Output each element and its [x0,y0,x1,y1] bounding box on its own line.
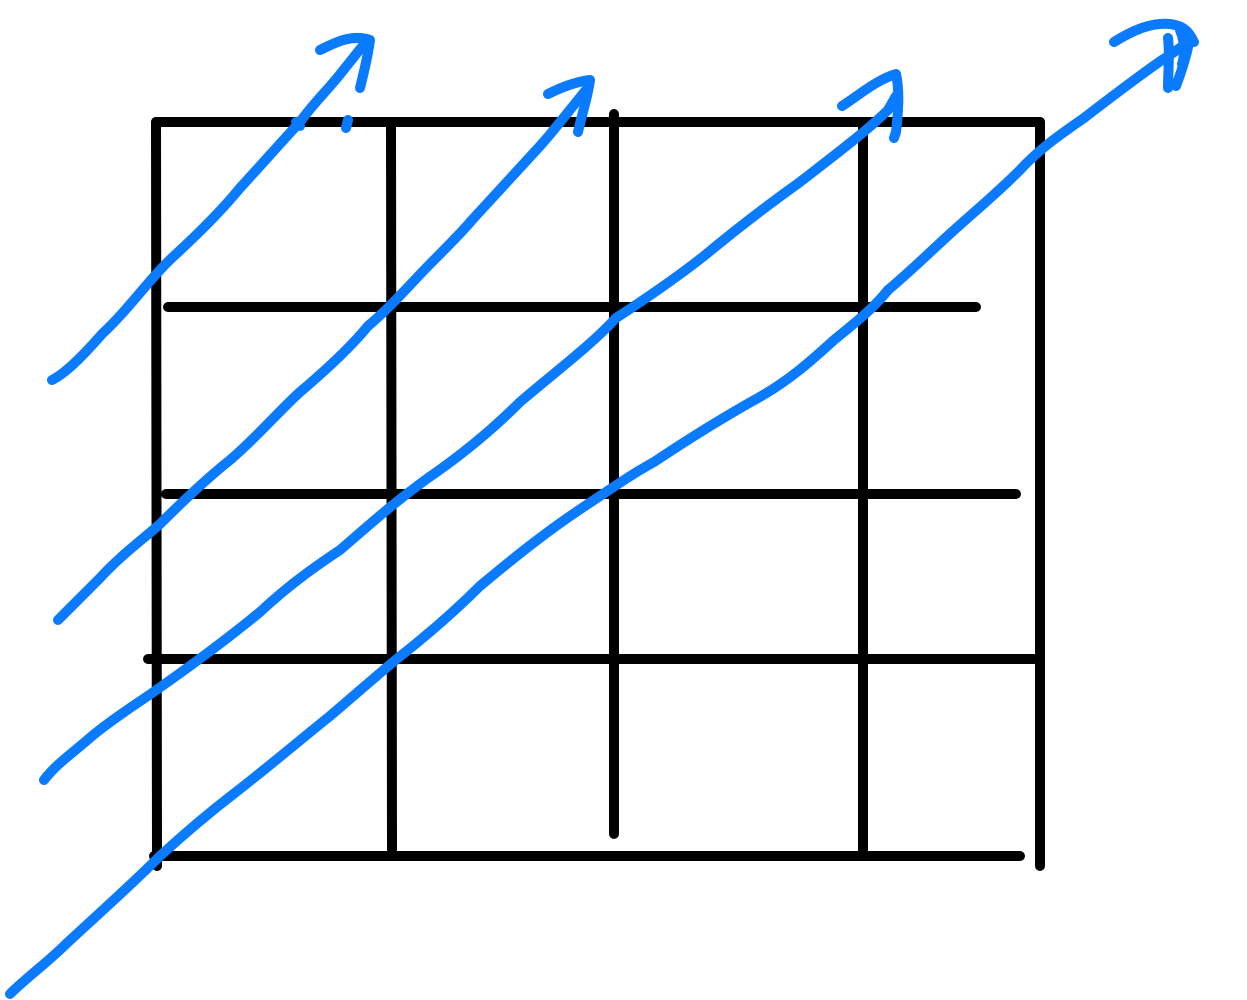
diagonal-arrow-1-mark [291,117,305,131]
diagonal-arrow-4 [5,18,1199,999]
diagonal-arrow-2 [53,75,595,625]
diagonal-arrow-1-tick [341,115,353,133]
diagonal-arrow-4-head [1109,18,1199,93]
diagonal-arrow-1-shaft [47,35,373,385]
diagonal-arrow-4-shaft [5,37,1193,999]
grid-vertical-line-1 [386,117,397,855]
arrows [5,18,1199,999]
diagonal-arrow-2-shaft [53,85,591,625]
diagonal-arrow-1-head [315,32,375,93]
diagonal-arrow-2-head [543,75,595,137]
diagonal-arrow-3 [39,69,904,785]
grid-left-edge [151,117,162,871]
grid [143,109,1045,871]
diagonal-arrow-1 [47,32,375,385]
diagonal-arrow-3-shaft [39,91,901,785]
diagonal-arrow-3-head [837,69,904,143]
